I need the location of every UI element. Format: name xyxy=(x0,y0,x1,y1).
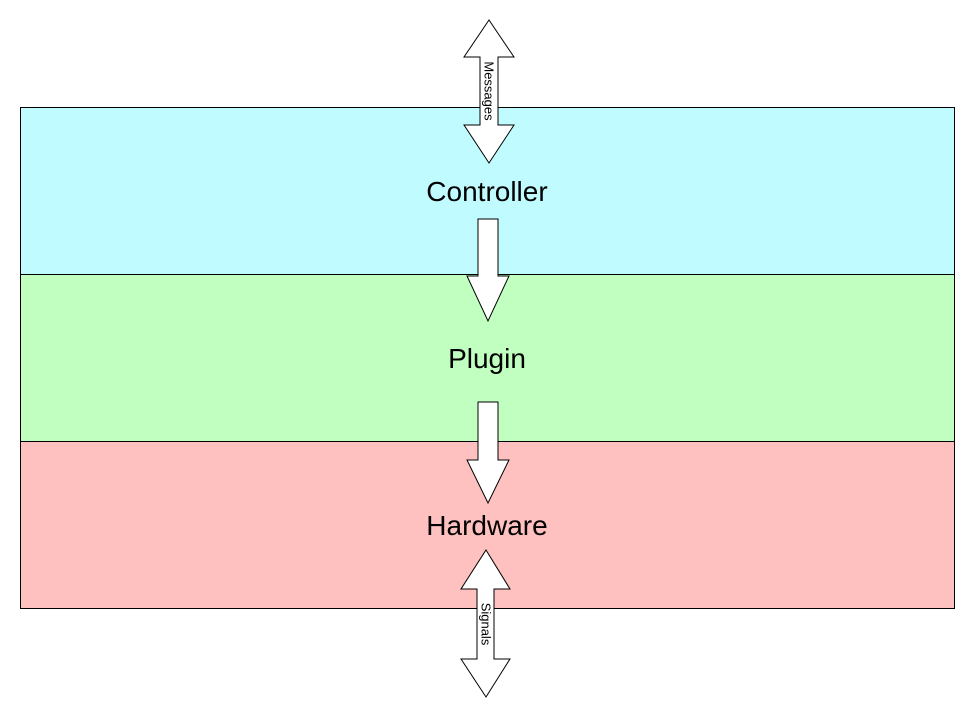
signals-double-arrow xyxy=(460,549,511,698)
signals-arrow-label: Signals xyxy=(479,603,494,646)
controller-to-plugin-arrow xyxy=(466,218,510,323)
plugin-label: Plugin xyxy=(448,343,526,374)
hardware-label: Hardware xyxy=(426,510,547,541)
messages-arrow-label: Messages xyxy=(482,61,497,121)
messages-double-arrow xyxy=(463,19,515,164)
controller-label: Controller xyxy=(426,176,547,207)
plugin-to-hardware-arrow xyxy=(466,401,510,505)
